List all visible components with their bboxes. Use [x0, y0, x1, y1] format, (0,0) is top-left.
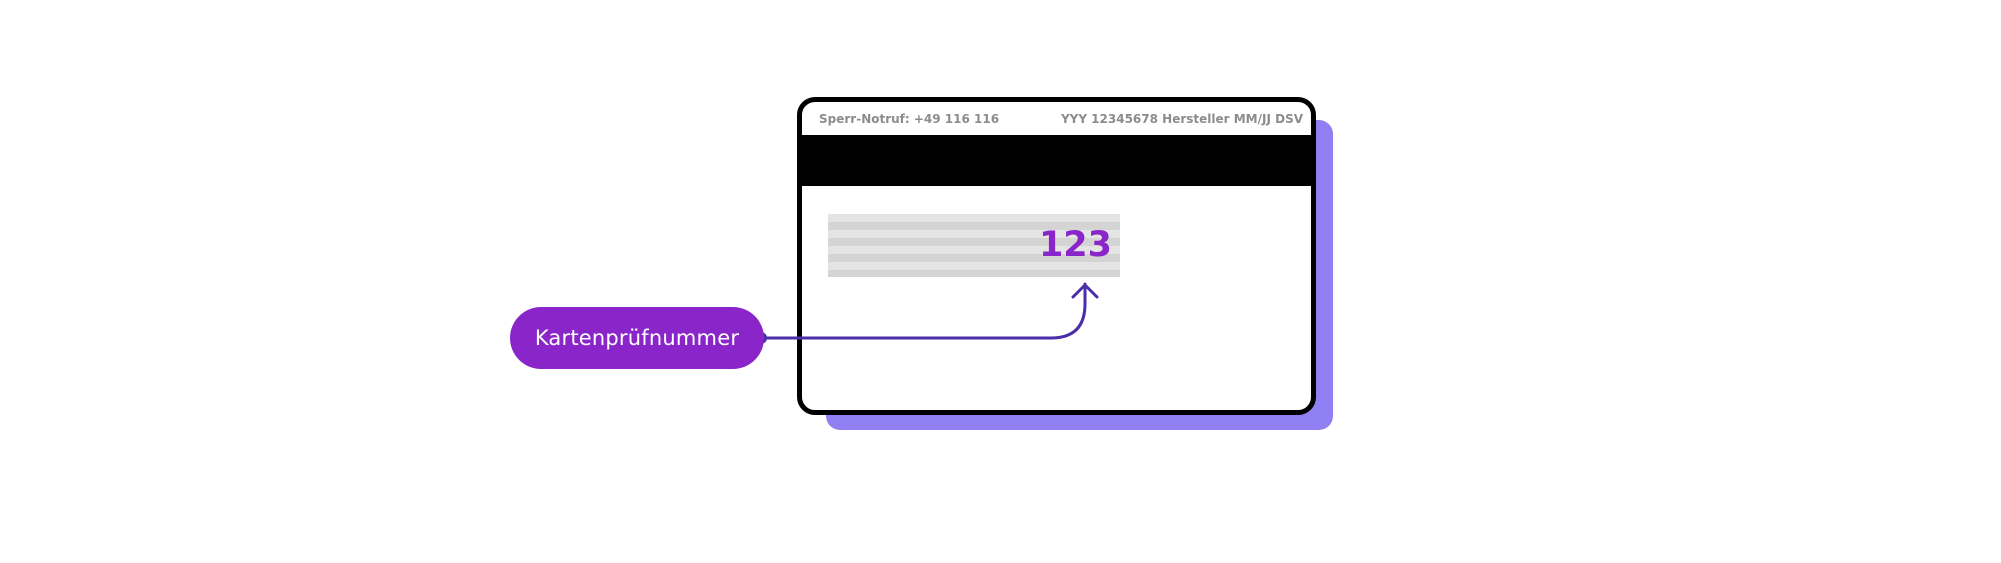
arrow-head-icon — [1071, 283, 1099, 299]
cvv-callout-label: Kartenprüfnummer — [510, 307, 764, 369]
connector-line — [759, 282, 1087, 340]
card-issuer-info-text: YYY 12345678 Hersteller MM/JJ DSV — [1060, 112, 1303, 126]
signature-panel: 123 — [828, 214, 1120, 277]
card-back: Sperr-Notruf: +49 116 116 YYY 12345678 H… — [797, 97, 1316, 415]
magnetic-stripe — [802, 135, 1311, 186]
emergency-hotline-text: Sperr-Notruf: +49 116 116 — [819, 112, 1000, 126]
cvv-callout-text: Kartenprüfnummer — [534, 326, 740, 350]
card-verification-number: 123 — [1038, 225, 1112, 265]
card-header: Sperr-Notruf: +49 116 116 YYY 12345678 H… — [802, 102, 1311, 135]
